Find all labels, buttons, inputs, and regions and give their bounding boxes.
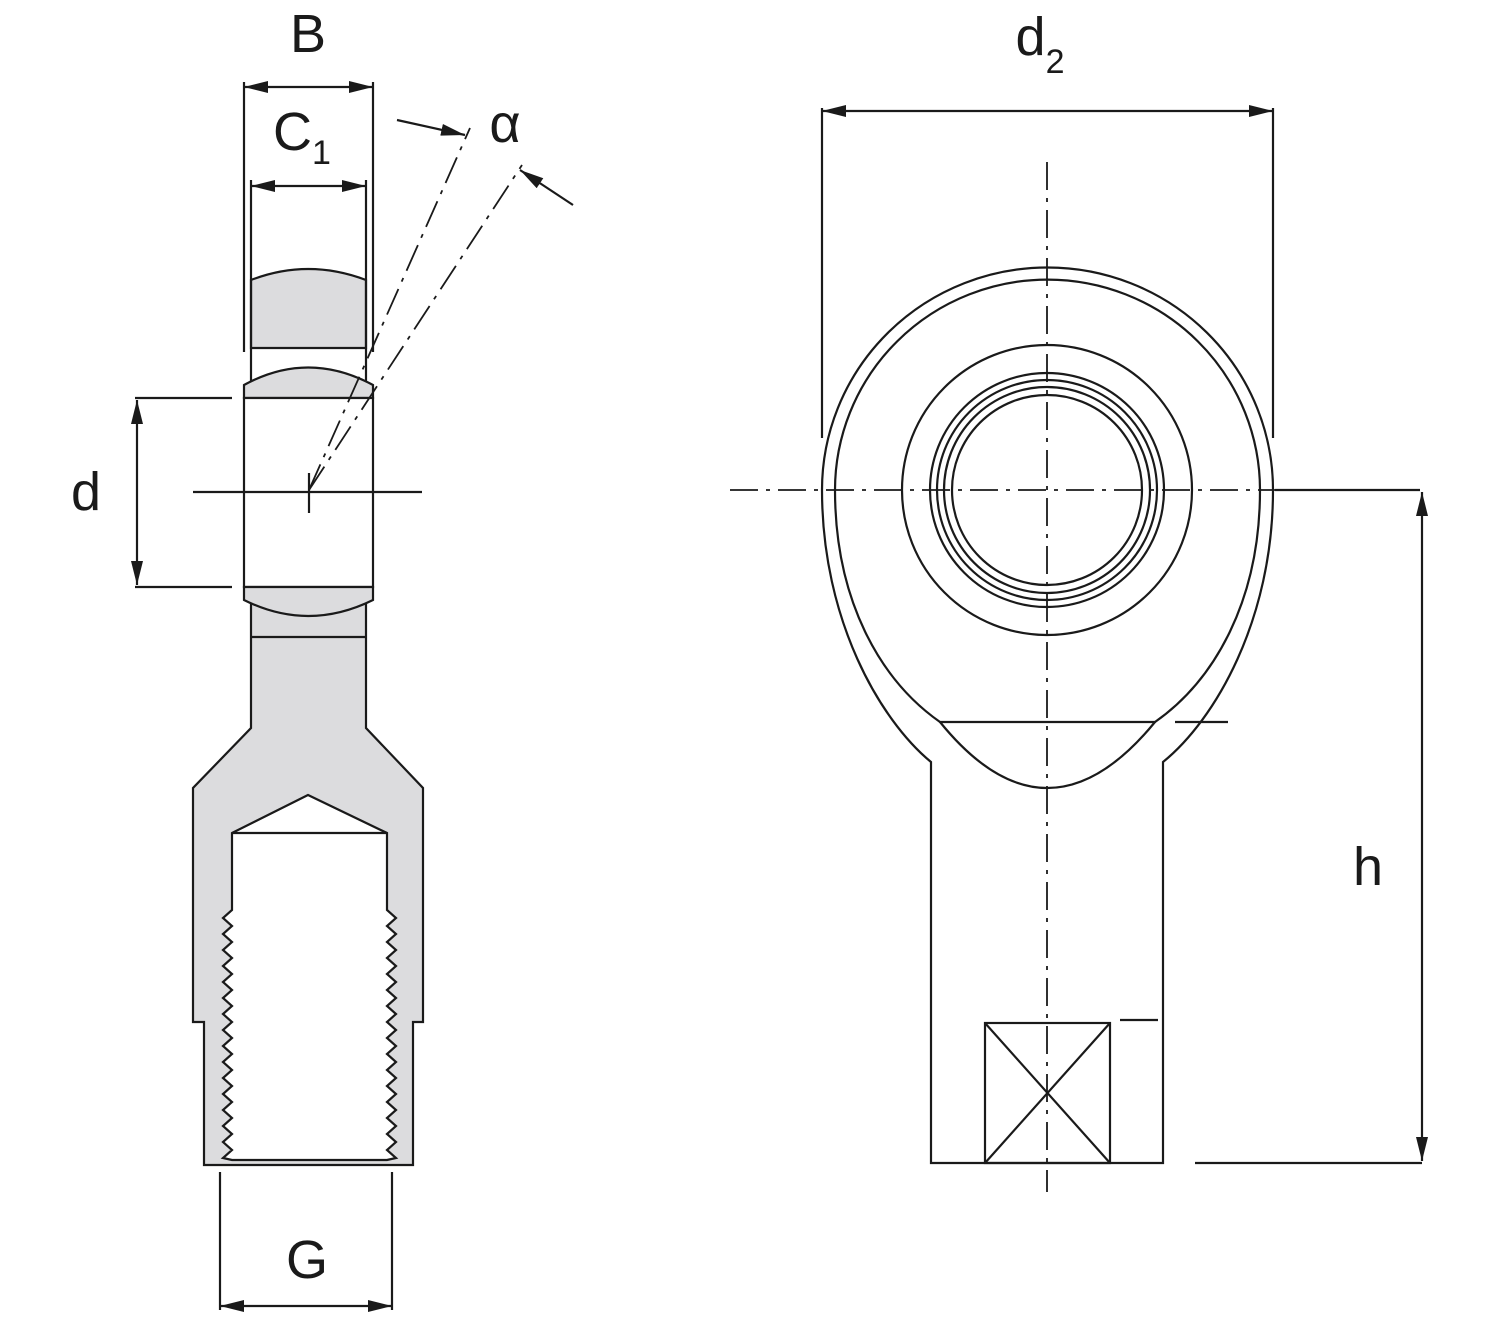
front-view: d2 h	[730, 7, 1428, 1192]
label-d: d	[71, 462, 101, 522]
label-alpha: α	[489, 94, 520, 154]
label-B: B	[290, 4, 326, 64]
outer-ring-top	[249, 267, 368, 350]
label-d2-subscript: 2	[1046, 43, 1065, 81]
housing-outline	[820, 266, 1275, 1165]
label-C: C	[273, 102, 312, 162]
wrench-flat	[983, 1021, 1112, 1165]
inner-ring-cap-top	[242, 366, 375, 400]
tilt-line-1	[308, 127, 471, 491]
label-G: G	[286, 1230, 328, 1290]
label-h: h	[1353, 837, 1383, 897]
side-view: B C1 α d G	[71, 4, 574, 1312]
label-C1: C1	[273, 102, 331, 172]
label-C-subscript: 1	[312, 134, 331, 172]
tilt-line-2	[308, 164, 523, 491]
inner-ring-cap-bottom	[242, 585, 375, 618]
label-d2: d2	[1016, 7, 1065, 81]
weld-seam	[937, 720, 1158, 790]
threaded-bore	[220, 793, 399, 1162]
label-d2-main: d	[1016, 7, 1046, 67]
